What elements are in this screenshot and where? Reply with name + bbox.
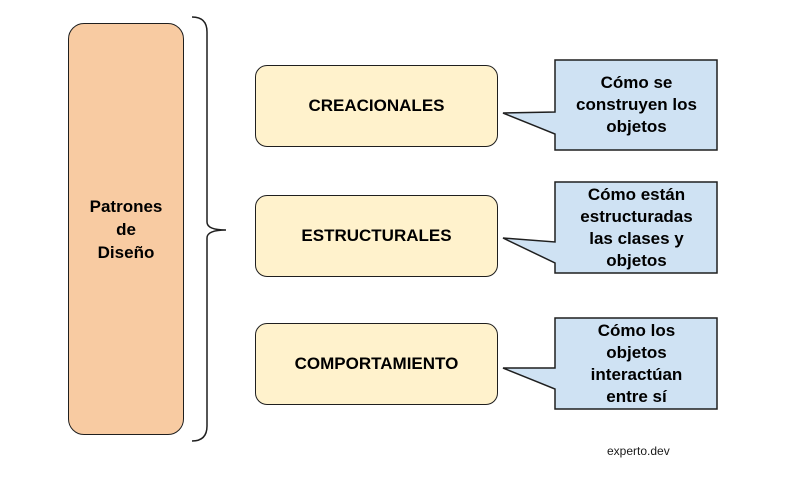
callout-shape-behavioral bbox=[502, 317, 718, 410]
category-label-creational: CREACIONALES bbox=[308, 96, 445, 115]
callout-text-structural: Cómo están estructuradas las clases y ob… bbox=[580, 184, 693, 270]
callout-shape-structural bbox=[502, 181, 718, 274]
category-box-structural: ESTRUCTURALES bbox=[255, 195, 498, 277]
category-label-behavioral: COMPORTAMIENTO bbox=[294, 354, 459, 373]
callout-text-creational: Cómo se construyen los objetos bbox=[576, 73, 697, 136]
root-node-design-patterns: Patrones de Diseño bbox=[68, 23, 184, 435]
category-box-creational: CREACIONALES bbox=[255, 65, 498, 147]
callout-text-behavioral: Cómo los objetos interactúan entre sí bbox=[590, 320, 683, 406]
category-label-structural: ESTRUCTURALES bbox=[301, 226, 452, 245]
category-box-behavioral: COMPORTAMIENTO bbox=[255, 323, 498, 405]
root-node-label: Patrones de Diseño bbox=[89, 196, 163, 262]
callout-shape-creational bbox=[502, 59, 718, 151]
source-watermark: experto.dev bbox=[607, 444, 670, 458]
